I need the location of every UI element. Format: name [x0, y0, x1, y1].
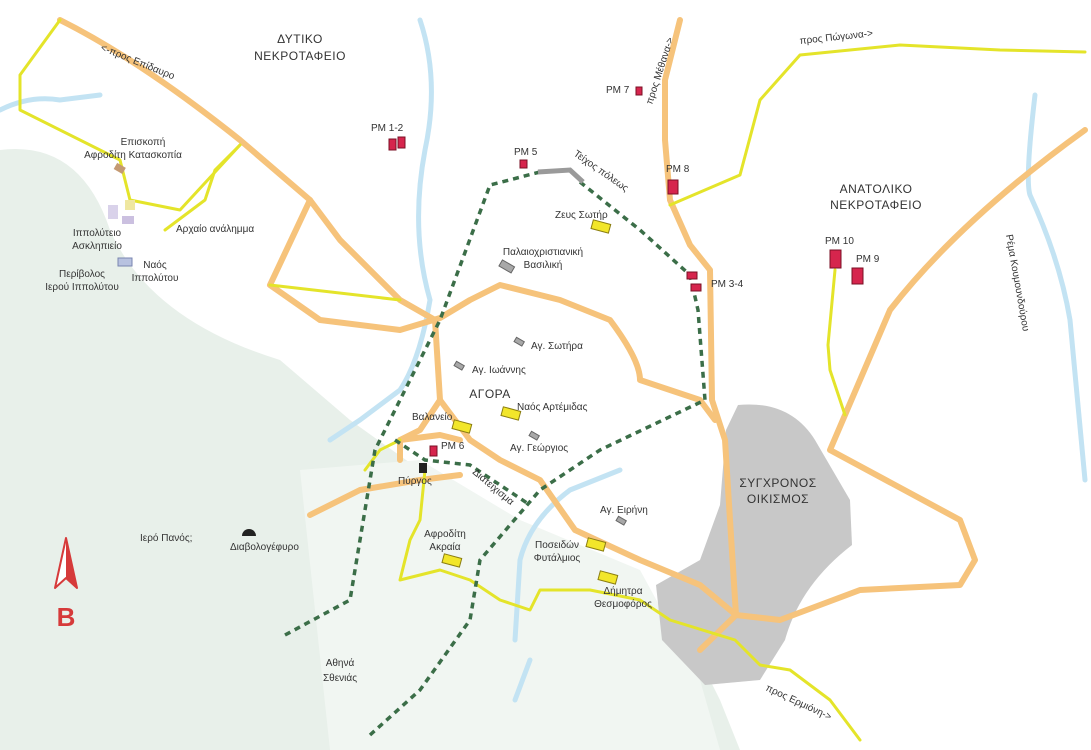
east-cemetery-label-1: ΑΝΑΤΟΛΙΚΟ: [840, 182, 913, 196]
modern-settlement-area: [656, 404, 852, 685]
zeus-label: Ζευς Σωτήρ: [555, 209, 608, 221]
ag-sotira-label: Αγ. Σωτήρα: [531, 340, 583, 352]
church-ag-ioannis: [453, 360, 466, 371]
ag-ioannis-label: Αγ. Ιωάννης: [472, 364, 526, 376]
tomb-pm3: [686, 271, 698, 280]
naos-ippolytou-label-2: Ιππολύτου: [132, 272, 179, 284]
north-arrow-icon: B: [54, 537, 78, 632]
pyrgos-label: Πύργος: [398, 475, 432, 487]
main-roads: [57, 17, 1088, 653]
rivers: [0, 17, 1088, 703]
pm8-label: PM 8: [666, 164, 690, 175]
asklepieio-court: [125, 200, 135, 210]
ag-eirini-label: Αγ. Ειρήνη: [600, 504, 648, 516]
churches: [242, 259, 628, 536]
rema-label: Ρέμα Κουμουνδούρου: [1003, 233, 1032, 332]
church-ag-sotira: [513, 336, 526, 347]
hill-area-light: [300, 460, 720, 750]
tomb-pm6: [429, 445, 438, 457]
aphrodite-akraia-label-2: Ακραία: [429, 541, 460, 553]
church-ag-georgios: [528, 430, 541, 441]
asklepieio-building-2: [108, 205, 118, 219]
tomb-pm2: [397, 136, 406, 149]
demeter-label-1: Δήμητρα: [604, 585, 643, 597]
direction-ermioni: προς Ερμιόνη->: [764, 682, 834, 723]
naos-ippolytou-label-1: Ναός: [143, 259, 167, 271]
east-cemetery-label-2: ΝΕΚΡΟΤΑΦΕΙΟ: [830, 198, 922, 212]
episkopi-label-1: Επισκοπή: [121, 136, 166, 148]
tomb-pm4: [690, 283, 702, 292]
aphrodite-akraia-label-1: Αφροδίτη: [424, 528, 466, 540]
perivolos-label-1: Περίβολος: [59, 268, 105, 280]
footpaths: [18, 18, 1087, 742]
tomb-pm9: [851, 267, 864, 285]
analimma-label: Αρχαίο ανάλημμα: [176, 223, 254, 235]
pm12-label: PM 1-2: [371, 123, 404, 134]
tomb-pm5: [519, 159, 528, 169]
direction-pogona: προς Πώγωνα->: [799, 27, 874, 47]
pm34-label: PM 3-4: [711, 279, 744, 290]
naos-ippolytou-building: [117, 257, 133, 267]
ag-georgios-label: Αγ. Γεώργιος: [510, 442, 568, 454]
valaneio-label: Βαλανείο: [412, 411, 453, 423]
valaneio-building: [451, 419, 473, 434]
wall-segment-grey: [537, 167, 585, 184]
temple-demeter: [597, 570, 619, 585]
temple-artemis: [500, 406, 522, 421]
tomb-pm7: [635, 86, 643, 96]
poseidon-label-2: Φυτάλμιος: [534, 552, 581, 564]
tomb-pm10: [829, 249, 842, 269]
pm9-label: PM 9: [856, 254, 880, 265]
tombs: [388, 86, 864, 457]
bridge-diavologefyro: [242, 529, 256, 536]
west-cemetery-label-2: ΝΕΚΡΟΤΑΦΕΙΟ: [254, 49, 346, 63]
temple-zeus: [590, 219, 612, 234]
pm10-label: PM 10: [825, 236, 854, 247]
iero-panos-label: Ιερό Πανός;: [140, 532, 192, 544]
asklepieio-label-1: Ιππολύτειο: [73, 227, 122, 239]
city-wall: [284, 167, 707, 737]
modern-settlement-label-1: ΣΥΓΧΡΟΝΟΣ: [739, 476, 816, 490]
athena-label-2: Σθενιάς: [323, 672, 357, 684]
artemis-label: Ναός Αρτέμιδας: [517, 401, 588, 413]
asklepieio-label-2: Ασκληπιείο: [72, 240, 122, 252]
north-label: B: [57, 602, 76, 632]
church-ag-eirini: [615, 515, 628, 526]
direction-methana: προς Μέθανα->: [643, 36, 676, 106]
athena-label-1: Αθηνά: [326, 657, 355, 669]
modern-settlement-label-2: ΟΙΚΙΣΜΟΣ: [747, 492, 809, 506]
basiliki-label-2: Βασιλική: [524, 259, 563, 271]
episkopi-building: [113, 162, 126, 174]
asklepieio-building: [122, 216, 134, 224]
tomb-pm8: [667, 179, 679, 195]
tomb-pm1: [388, 138, 397, 151]
temple-aphrodite: [441, 553, 463, 568]
teichos-label: Τείχος πόλεως: [571, 148, 631, 195]
tower-pyrgos: [419, 463, 427, 473]
diavologefyro-label: Διαβολογέφυρο: [230, 541, 299, 553]
pm7-label: PM 7: [606, 85, 630, 96]
temple-poseidon: [585, 537, 607, 552]
church-basilica: [498, 259, 516, 274]
pm5-label: PM 5: [514, 147, 538, 158]
basiliki-label-1: Παλαιοχριστιανική: [503, 246, 583, 258]
agora-label: ΑΓΟΡΑ: [469, 387, 511, 401]
episkopi-label-2: Αφροδίτη Κατασκοπία: [84, 149, 182, 161]
west-cemetery-label-1: ΔΥΤΙΚΟ: [277, 32, 323, 46]
demeter-label-2: Θεσμοφόρος: [594, 598, 652, 610]
direction-epidavros: <-προς Επίδαυρο: [99, 42, 177, 83]
poseidon-label-1: Ποσειδών: [535, 539, 579, 551]
pm6-label: PM 6: [441, 441, 465, 452]
temples: [108, 162, 619, 585]
perivolos-label-2: Ιερού Ιππολύτου: [45, 281, 119, 293]
